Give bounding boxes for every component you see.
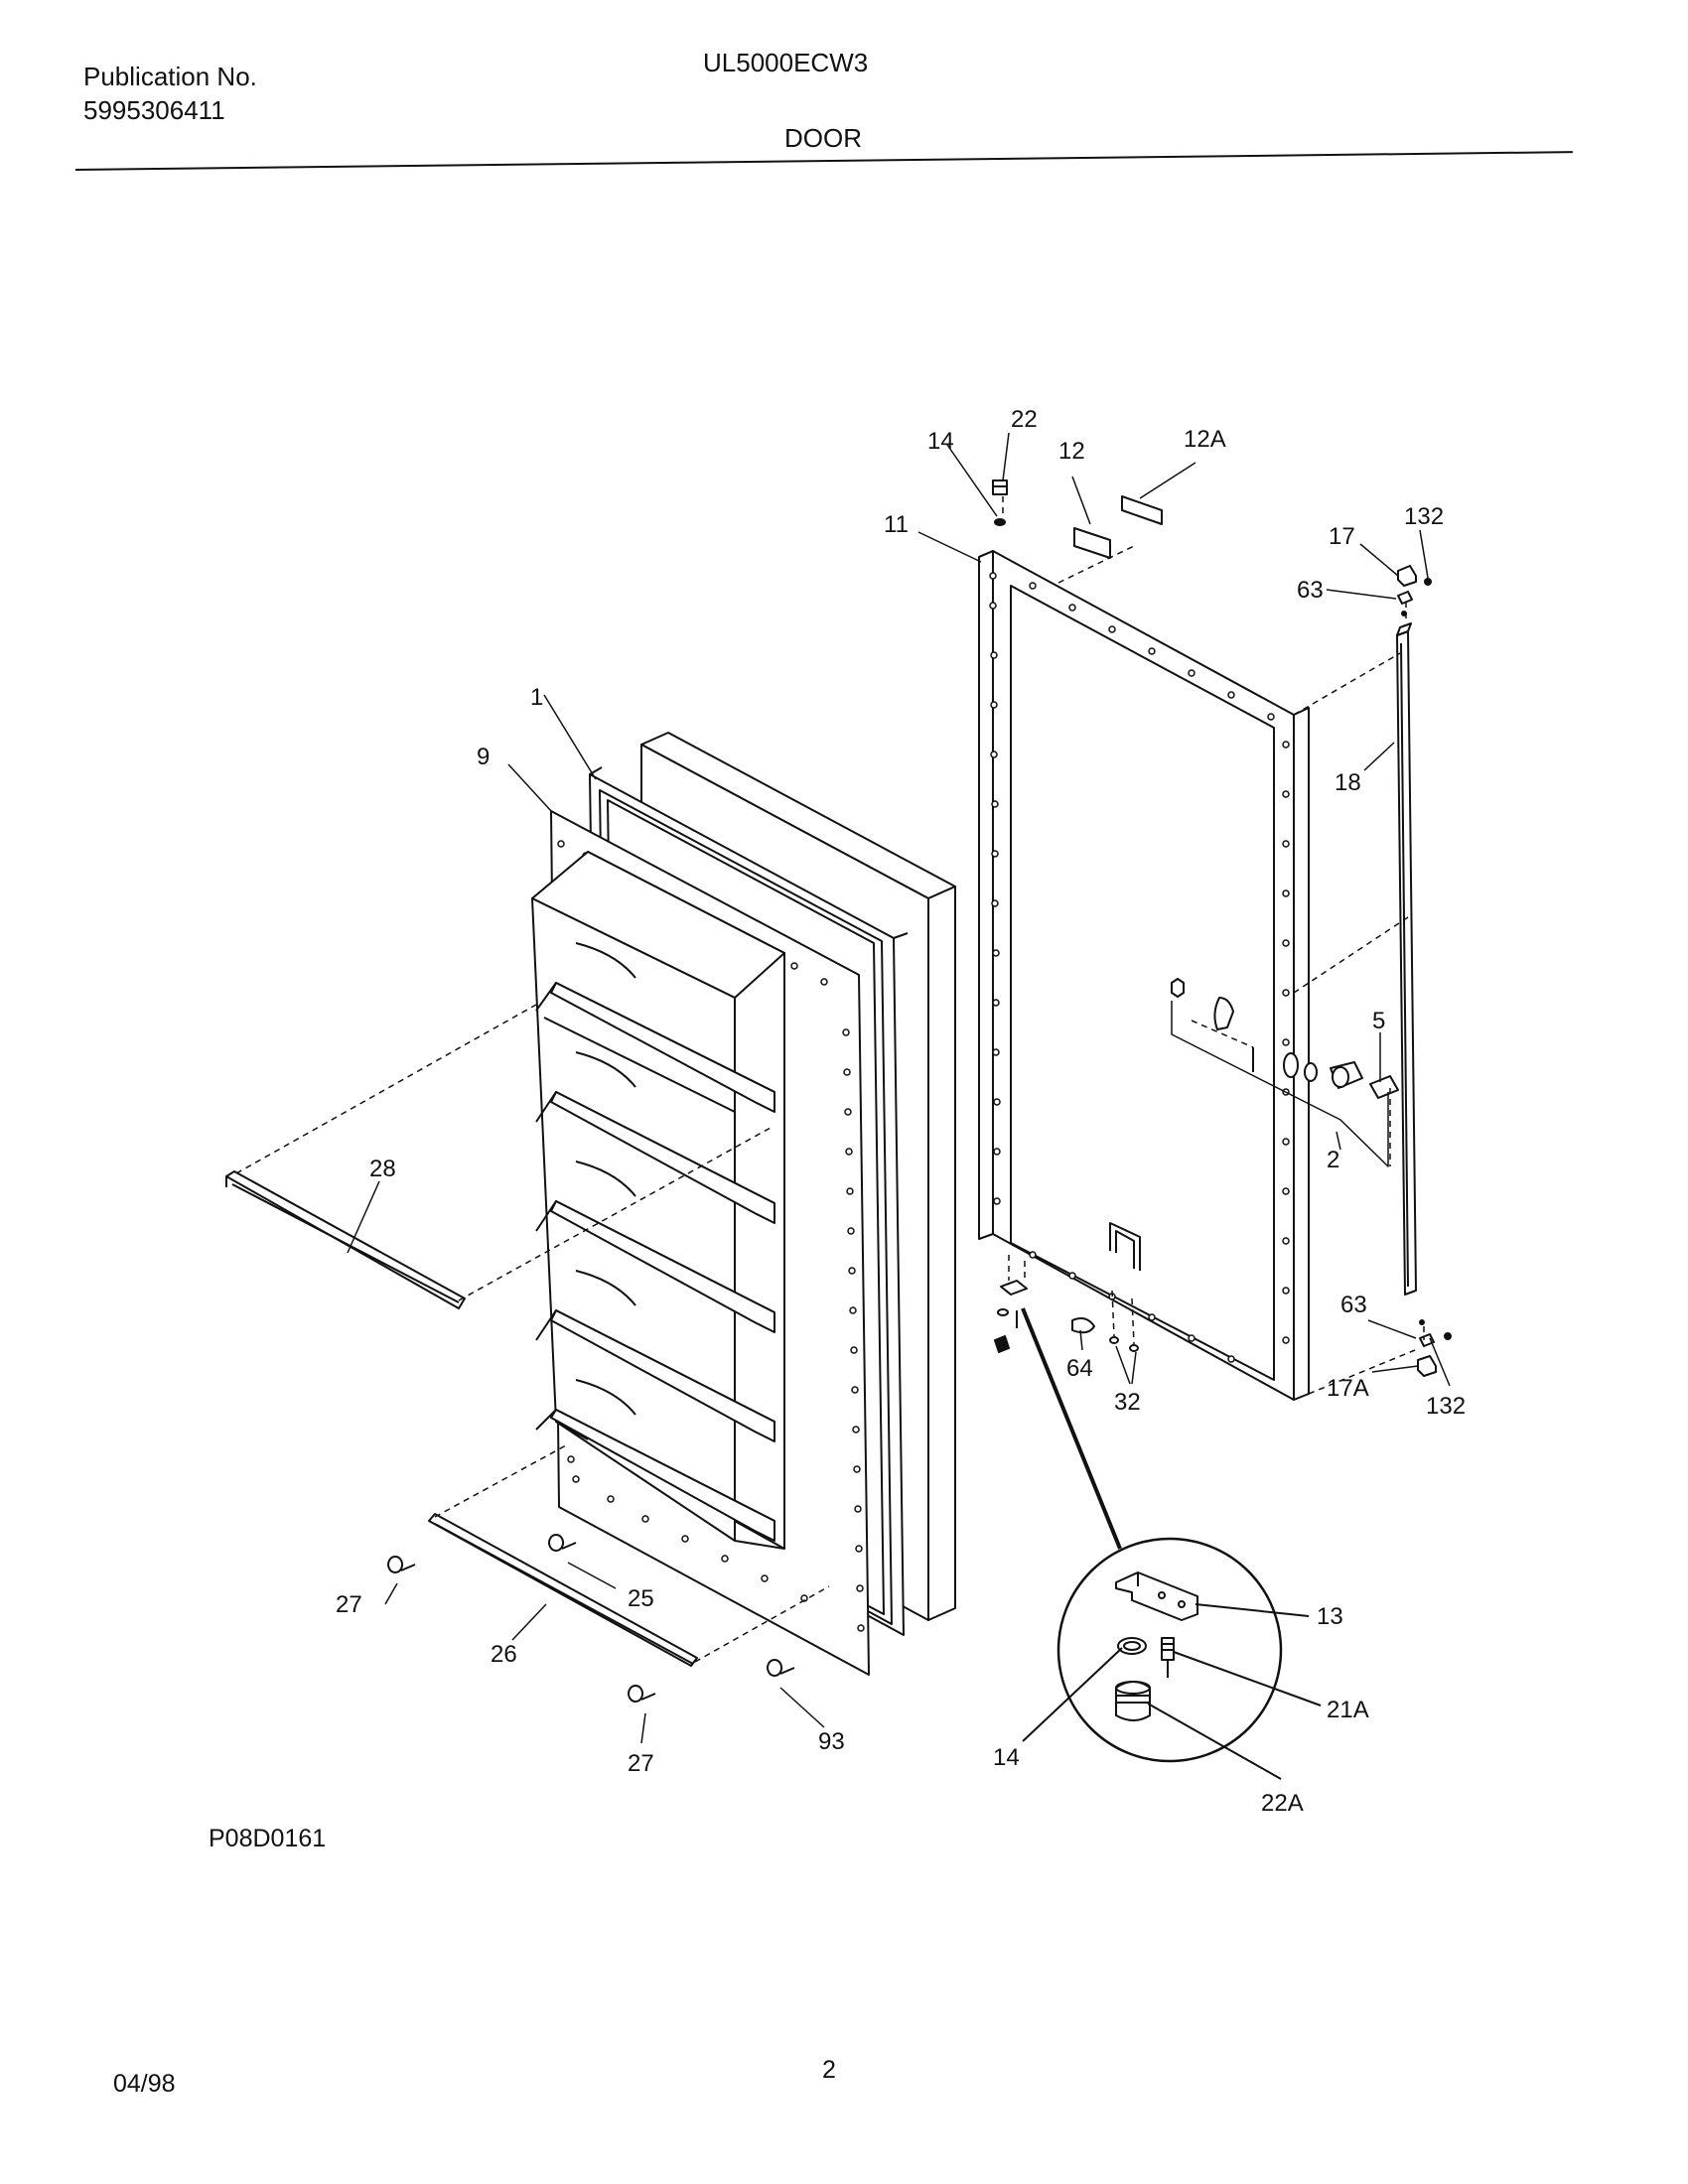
bottom-trim-strip: [428, 1513, 698, 1667]
door-labels: [1073, 495, 1163, 559]
publication-label: Publication No.: [83, 62, 257, 91]
callout-9: 9: [477, 744, 490, 770]
door-cabinet-frame: [978, 550, 1310, 1401]
callout-labels: 1 9 28 27 25 26 27 93 22 14 12 12A 11 17…: [336, 406, 1466, 1817]
callout-27-left: 27: [336, 1591, 362, 1618]
screws: [387, 1534, 795, 1703]
callout-5: 5: [1372, 1008, 1385, 1034]
callout-93: 93: [818, 1728, 845, 1755]
lock-assembly: [1171, 978, 1399, 1099]
callout-63-top: 63: [1297, 577, 1324, 604]
callout-22A: 22A: [1261, 1790, 1304, 1817]
callout-32: 32: [1114, 1389, 1141, 1416]
callout-14-top: 14: [927, 428, 954, 455]
callout-2: 2: [1327, 1147, 1339, 1173]
callout-21A: 21A: [1327, 1697, 1369, 1723]
liner-shelf-molding: [531, 851, 785, 1550]
callout-17A: 17A: [1327, 1375, 1369, 1402]
callout-12A: 12A: [1184, 426, 1226, 453]
top-cap: [992, 479, 1008, 526]
callout-11: 11: [884, 511, 909, 538]
top-trim-strip: [225, 1170, 466, 1309]
leader-lines: [347, 432, 1451, 1744]
figure-id: P08D0161: [209, 1825, 327, 1852]
callout-26: 26: [491, 1641, 517, 1668]
callout-22: 22: [1011, 406, 1038, 433]
publication-number: 5995306411: [83, 95, 225, 125]
callout-17: 17: [1329, 523, 1355, 550]
callout-64: 64: [1066, 1355, 1093, 1382]
assembly-lines: [235, 496, 1425, 1663]
section-title: DOOR: [784, 123, 862, 153]
model-number: UL5000ECW3: [703, 48, 869, 77]
callout-12: 12: [1058, 438, 1085, 465]
detail-magnifier: [1021, 1307, 1322, 1780]
callout-25: 25: [628, 1585, 654, 1612]
callout-1: 1: [530, 684, 543, 711]
lower-hinge-pieces: [994, 1280, 1139, 1353]
callout-27-bottom: 27: [628, 1750, 654, 1777]
callout-63-bottom: 63: [1340, 1292, 1367, 1318]
page-number: 2: [822, 2056, 836, 2084]
top-hinge-hardware: [1397, 565, 1432, 616]
callout-132-bottom: 132: [1426, 1393, 1466, 1420]
callout-14-detail: 14: [993, 1744, 1020, 1771]
footer-date: 04/98: [113, 2070, 176, 2098]
callout-18: 18: [1335, 769, 1361, 796]
callout-132-top: 132: [1404, 503, 1444, 530]
callout-13: 13: [1317, 1603, 1343, 1630]
callout-28: 28: [369, 1156, 396, 1182]
door-handle: [1396, 622, 1417, 1296]
